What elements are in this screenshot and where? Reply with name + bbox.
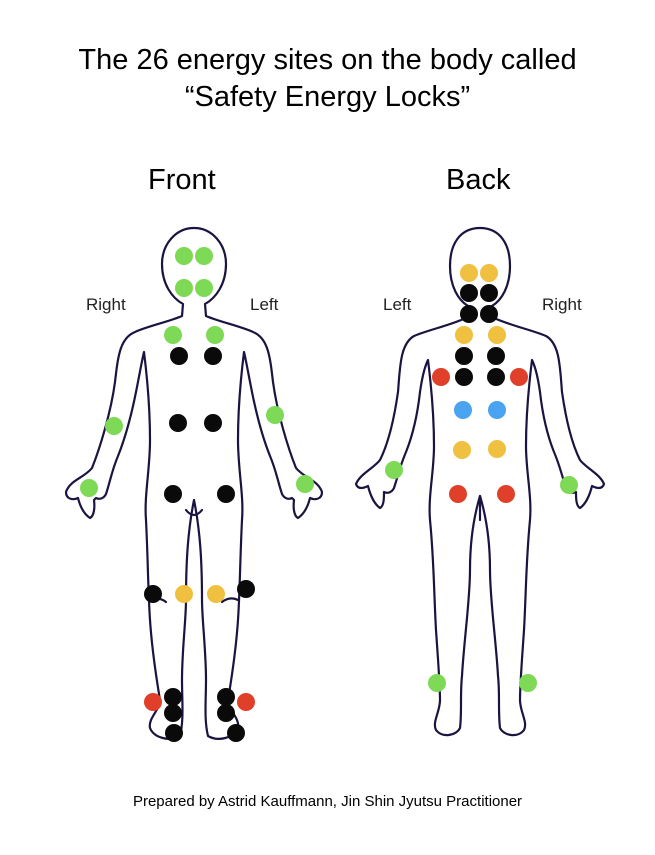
back-energy-site-yellow-dot bbox=[453, 441, 471, 459]
front-view-label: Front bbox=[148, 164, 216, 196]
front-energy-site-yellow-dot bbox=[207, 585, 225, 603]
front-energy-site-green-dot bbox=[164, 326, 182, 344]
back-energy-site-black-dot bbox=[487, 347, 505, 365]
back-energy-site-red-dot bbox=[510, 368, 528, 386]
front-energy-site-red-dot bbox=[144, 693, 162, 711]
front-energy-site-green-dot bbox=[80, 479, 98, 497]
back-energy-site-blue-dot bbox=[488, 401, 506, 419]
back-energy-site-yellow-dot bbox=[455, 326, 473, 344]
front-energy-site-black-dot bbox=[170, 347, 188, 365]
front-energy-site-black-dot bbox=[164, 704, 182, 722]
back-energy-site-red-dot bbox=[497, 485, 515, 503]
back-left-label: Left bbox=[383, 295, 412, 314]
front-energy-site-green-dot bbox=[266, 406, 284, 424]
front-energy-site-black-dot bbox=[217, 704, 235, 722]
front-right-label: Right bbox=[86, 295, 126, 314]
footer-credit: Prepared by Astrid Kauffmann, Jin Shin J… bbox=[132, 793, 523, 810]
back-energy-site-red-dot bbox=[449, 485, 467, 503]
front-left-label: Left bbox=[250, 295, 279, 314]
front-energy-site-black-dot bbox=[164, 688, 182, 706]
title-line-2: “Safety Energy Locks” bbox=[184, 81, 471, 113]
front-energy-site-black-dot bbox=[227, 724, 245, 742]
back-energy-site-black-dot bbox=[487, 368, 505, 386]
front-energy-site-green-dot bbox=[195, 279, 213, 297]
front-energy-site-green-dot bbox=[296, 475, 314, 493]
back-energy-site-black-dot bbox=[480, 284, 498, 302]
front-energy-site-black-dot bbox=[144, 585, 162, 603]
front-energy-site-green-dot bbox=[195, 247, 213, 265]
front-energy-site-green-dot bbox=[175, 279, 193, 297]
front-energy-site-black-dot bbox=[164, 485, 182, 503]
title-line-1: The 26 energy sites on the body called bbox=[78, 44, 577, 76]
back-energy-site-black-dot bbox=[480, 305, 498, 323]
back-energy-site-green-dot bbox=[560, 476, 578, 494]
back-energy-site-black-dot bbox=[460, 305, 478, 323]
front-energy-site-green-dot bbox=[175, 247, 193, 265]
back-right-label: Right bbox=[542, 295, 582, 314]
front-energy-site-yellow-dot bbox=[175, 585, 193, 603]
front-energy-site-black-dot bbox=[204, 347, 222, 365]
back-energy-site-yellow-dot bbox=[488, 326, 506, 344]
back-energy-site-green-dot bbox=[428, 674, 446, 692]
front-energy-site-black-dot bbox=[204, 414, 222, 432]
back-body-outline bbox=[354, 226, 606, 737]
front-energy-site-red-dot bbox=[237, 693, 255, 711]
front-body-outline bbox=[64, 226, 324, 740]
back-energy-site-black-dot bbox=[455, 347, 473, 365]
back-energy-site-blue-dot bbox=[454, 401, 472, 419]
front-energy-site-black-dot bbox=[217, 485, 235, 503]
back-energy-site-black-dot bbox=[460, 284, 478, 302]
front-energy-site-black-dot bbox=[169, 414, 187, 432]
front-energy-site-green-dot bbox=[105, 417, 123, 435]
front-energy-site-green-dot bbox=[206, 326, 224, 344]
front-energy-site-black-dot bbox=[237, 580, 255, 598]
back-energy-site-green-dot bbox=[385, 461, 403, 479]
back-energy-site-red-dot bbox=[432, 368, 450, 386]
front-energy-site-black-dot bbox=[165, 724, 183, 742]
front-energy-site-black-dot bbox=[217, 688, 235, 706]
back-view-label: Back bbox=[446, 164, 511, 196]
back-energy-site-yellow-dot bbox=[480, 264, 498, 282]
back-energy-site-black-dot bbox=[455, 368, 473, 386]
back-energy-site-yellow-dot bbox=[460, 264, 478, 282]
back-energy-site-yellow-dot bbox=[488, 440, 506, 458]
back-energy-site-green-dot bbox=[519, 674, 537, 692]
